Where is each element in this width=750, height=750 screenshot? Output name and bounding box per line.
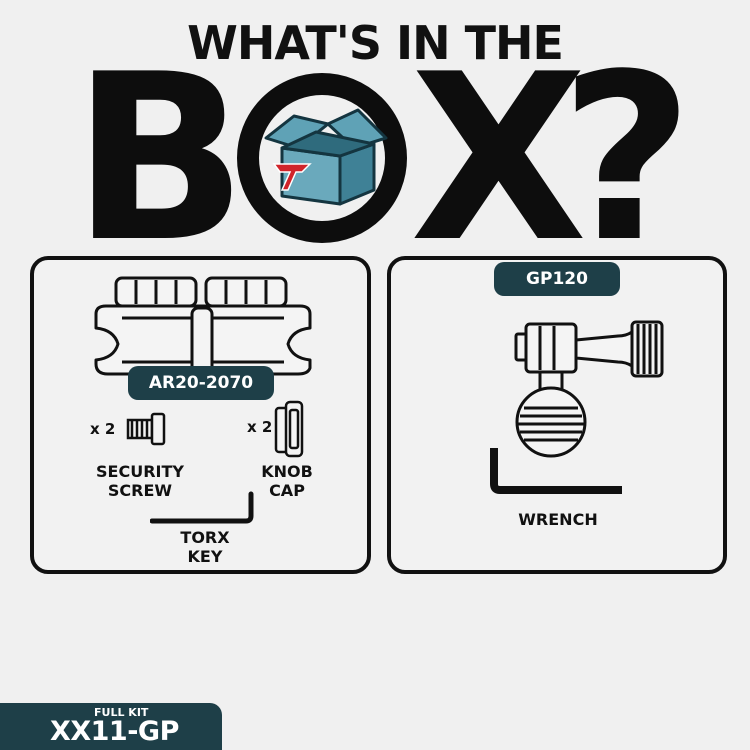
wrench-label: WRENCH bbox=[518, 510, 598, 529]
knob-cap-icon bbox=[272, 400, 308, 458]
open-box-icon bbox=[236, 72, 408, 244]
security-screw-qty: x 2 bbox=[90, 420, 116, 438]
headline-line1: WHAT'S IN THE bbox=[187, 16, 564, 70]
wrench-icon bbox=[488, 444, 628, 496]
kit-footer-label: FULL KIT bbox=[94, 706, 149, 719]
security-screw-label-line1: SECURITY bbox=[96, 462, 184, 481]
torx-key-label-line2: KEY bbox=[187, 547, 223, 566]
security-screw-label-line2: SCREW bbox=[107, 481, 173, 500]
kit-footer-badge bbox=[0, 703, 222, 750]
headline-big-x: X bbox=[410, 26, 587, 293]
torx-key-label-line1: TORX bbox=[180, 528, 230, 547]
headline-big-question: ? bbox=[560, 26, 693, 293]
security-screw-icon bbox=[124, 412, 170, 446]
left-product-pill: AR20-2070 bbox=[128, 366, 274, 400]
right-product-pill: GP120 bbox=[494, 262, 620, 296]
knob-cap-label-line2: CAP bbox=[269, 481, 305, 500]
headline-big-b: B bbox=[72, 26, 247, 293]
brand-logo-icon bbox=[272, 160, 312, 194]
double-socket-arm-icon bbox=[92, 272, 314, 378]
knob-cap-qty: x 2 bbox=[247, 418, 273, 436]
kit-footer-code: XX11-GP bbox=[50, 716, 179, 747]
knob-cap-label-line1: KNOB bbox=[261, 462, 313, 481]
torx-key-icon bbox=[149, 490, 258, 526]
gopro-adapter-icon bbox=[510, 316, 672, 464]
